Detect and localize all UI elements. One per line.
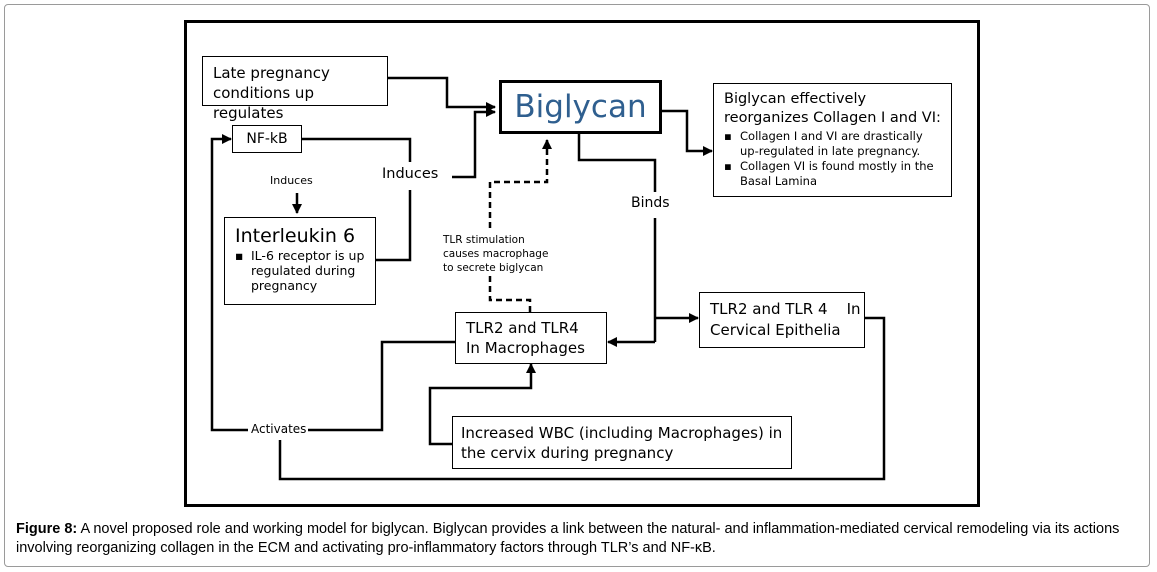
- edge-interleukin-bracket: [376, 190, 412, 262]
- wbc-line-2: the cervix during pregnancy: [461, 444, 674, 462]
- interleukin-bullet-line-3: pregnancy: [251, 278, 318, 293]
- late-pregnancy-line-1: Late pregnancy: [213, 64, 330, 82]
- caption-text: A novel proposed role and working model …: [16, 521, 1120, 556]
- collagen-bullet-2-line-1: Collagen VI is found mostly in the: [740, 159, 934, 173]
- late-pregnancy-line-2: conditions up regulates: [213, 84, 314, 122]
- node-late-pregnancy: Late pregnancy conditions up regulates: [202, 56, 388, 122]
- bullet-square-icon: ▪: [724, 129, 732, 143]
- tlr-macrophages-line-1: TLR2 and TLR4: [466, 319, 579, 337]
- interleukin-title: Interleukin 6: [235, 225, 356, 247]
- label-induces-small: Induces: [270, 174, 313, 187]
- bullet-square-icon: ▪: [235, 248, 244, 263]
- node-nfkb: NF-kB: [232, 125, 302, 153]
- collagen-bullet-1-line-1: Collagen I and VI are drastically: [740, 129, 923, 143]
- label-activates: Activates: [251, 422, 307, 436]
- interleukin-bullet-line-1: IL-6 receptor is up: [251, 248, 365, 263]
- node-interleukin: Interleukin 6 ▪ IL-6 receptor is up regu…: [224, 217, 376, 305]
- edge-tlr-macrophages-to-activates: [308, 340, 455, 432]
- bullet-square-icon: ▪: [724, 159, 732, 173]
- edge-macrophage-secretes-biglycan: [488, 274, 532, 312]
- node-collagen: Biglycan effectively reorganizes Collage…: [713, 83, 952, 197]
- edge-induces-to-biglycan: [452, 107, 496, 179]
- edge-biglycan-to-collagen: [662, 109, 713, 156]
- tlr-cervical-line-2: Cervical Epithelia: [710, 321, 841, 339]
- tlr-macrophages-line-2: In Macrophages: [466, 339, 585, 357]
- edge-nfkb-bracket: [302, 137, 412, 162]
- edge-activates-to-nfkb: [210, 134, 248, 432]
- edge-late-pregnancy-to-biglycan: [387, 76, 496, 112]
- label-induces-large: Induces: [382, 166, 439, 182]
- label-tlr-stimulation: TLR stimulation causes macrophage to sec…: [443, 233, 549, 275]
- tlr-cervical-line-1: TLR2 and TLR 4 In: [710, 300, 861, 318]
- interleukin-bullet-1: ▪ IL-6 receptor is up regulated during p…: [235, 248, 371, 293]
- collagen-title-line-2: reorganizes Collagen I and VI:: [724, 110, 941, 126]
- edge-dashed-upper: [488, 139, 552, 228]
- interleukin-bullet-line-2: regulated during: [251, 263, 356, 278]
- edge-biglycan-to-binds: [577, 133, 657, 192]
- node-tlr-cervical: TLR2 and TLR 4 In Cervical Epithelia: [699, 292, 865, 348]
- tlr-stimulation-line-2: causes macrophage: [443, 248, 549, 260]
- edge-tlr-cervical-to-activates: [278, 316, 886, 481]
- biglycan-label: Biglycan: [514, 89, 647, 125]
- figure-panel: [4, 4, 1150, 567]
- edge-wbc-to-tlr-macrophages: [428, 363, 536, 446]
- figure-caption: Figure 8: A novel proposed role and work…: [16, 520, 1144, 558]
- collagen-title-line-1: Biglycan effectively: [724, 91, 867, 107]
- tlr-stimulation-line-3: to secrete biglycan: [443, 262, 544, 274]
- node-biglycan: Biglycan: [499, 80, 662, 134]
- tlr-stimulation-line-1: TLR stimulation: [443, 234, 525, 246]
- diagram-frame: [184, 20, 980, 507]
- node-wbc: Increased WBC (including Macrophages) in…: [452, 416, 792, 469]
- collagen-bullet-1: ▪ Collagen I and VI are drastically up-r…: [724, 129, 945, 159]
- collagen-bullet-1-line-2: up-regulated in late pregnancy.: [740, 144, 921, 158]
- collagen-bullet-2: ▪ Collagen VI is found mostly in the Bas…: [724, 159, 945, 189]
- node-tlr-macrophages: TLR2 and TLR4 In Macrophages: [455, 312, 607, 364]
- caption-label: Figure 8:: [16, 521, 78, 537]
- wbc-line-1: Increased WBC (including Macrophages) in: [461, 424, 783, 442]
- label-binds: Binds: [631, 195, 670, 211]
- nfkb-label: NF-kB: [246, 131, 288, 147]
- collagen-bullet-2-line-2: Basal Lamina: [740, 174, 818, 188]
